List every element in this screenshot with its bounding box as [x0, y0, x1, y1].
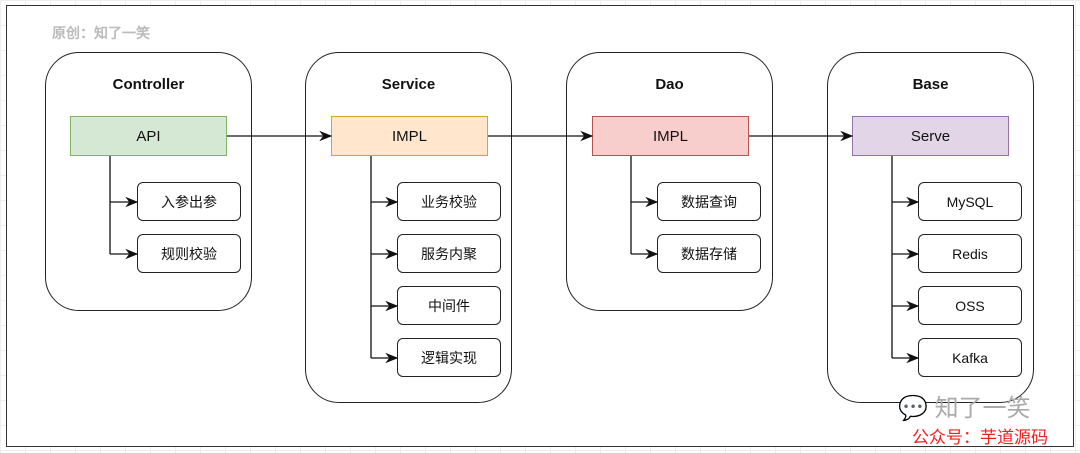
layer-title: Dao	[655, 76, 684, 93]
layer-header-box[interactable]: IMPL	[331, 116, 488, 156]
component-box[interactable]: 逻辑实现	[397, 338, 501, 377]
watermark-author: 原创：知了一笑	[52, 25, 150, 41]
component-box[interactable]: 中间件	[397, 286, 501, 325]
component-box[interactable]: 服务内聚	[397, 234, 501, 273]
component-box[interactable]: Redis	[918, 234, 1022, 273]
layer-title: Service	[381, 76, 436, 93]
component-box[interactable]: 规则校验	[137, 234, 241, 273]
layer-title: Base	[912, 76, 949, 93]
component-box[interactable]: 数据存储	[657, 234, 761, 273]
wechat-icon: 💬	[898, 395, 928, 422]
wechat-name: 知了一笑	[934, 395, 1031, 422]
layer-title: Controller	[112, 76, 185, 93]
component-box[interactable]: 业务校验	[397, 182, 501, 221]
component-box[interactable]: MySQL	[918, 182, 1022, 221]
account-label: 公众号：芋道源码	[912, 428, 1048, 447]
layer-header-box[interactable]: API	[70, 116, 227, 156]
component-box[interactable]: OSS	[918, 286, 1022, 325]
wechat-watermark: 💬 知了一笑	[898, 388, 1031, 423]
component-box[interactable]: Kafka	[918, 338, 1022, 377]
layer-header-box[interactable]: IMPL	[592, 116, 749, 156]
layer-header-box[interactable]: Serve	[852, 116, 1009, 156]
component-box[interactable]: 数据查询	[657, 182, 761, 221]
component-box[interactable]: 入参出参	[137, 182, 241, 221]
